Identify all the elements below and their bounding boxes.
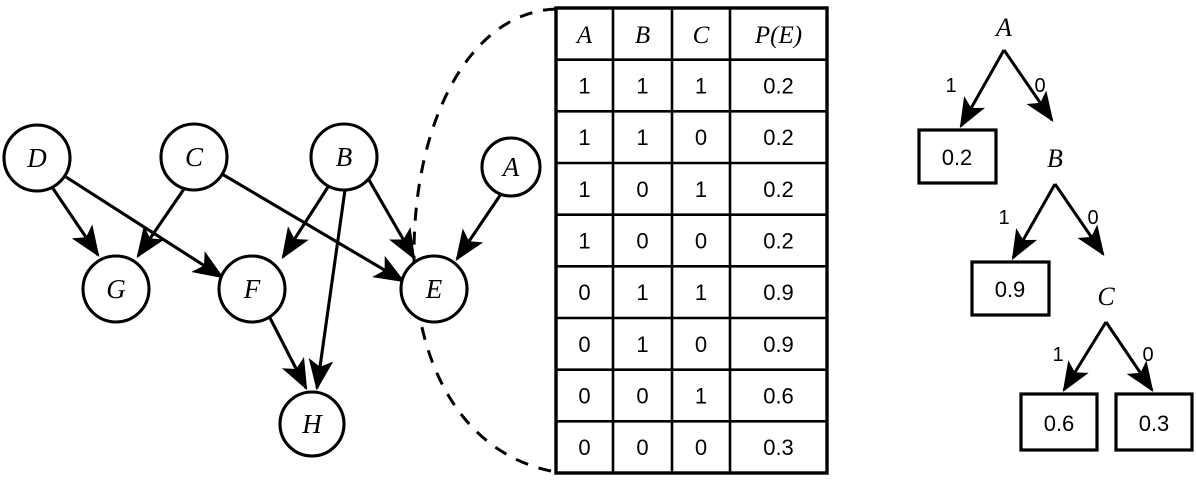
node-G[interactable]: [81, 254, 151, 324]
node-label-B: B: [336, 142, 353, 172]
tree-leaf-value-0-6: 0.6: [1044, 411, 1075, 436]
node-D[interactable]: [2, 123, 72, 193]
table-cell: 0: [636, 229, 648, 254]
node-label-D: D: [26, 143, 47, 173]
node-B[interactable]: [309, 122, 379, 192]
table-cell: 0.2: [763, 74, 794, 99]
table-cell: 0: [695, 125, 707, 150]
table-cell: 0.2: [763, 125, 794, 150]
table-header-cell: B: [635, 22, 650, 49]
table-border: [554, 6, 829, 475]
node-C[interactable]: [159, 122, 229, 192]
edge-C-G: [136, 188, 186, 259]
node-label-E: E: [425, 274, 443, 304]
tree-branch-label-b0: 0: [1087, 207, 1098, 229]
table-header-cell: C: [693, 22, 710, 49]
table-cell: 1: [695, 74, 707, 99]
edge-B-F: [281, 186, 330, 260]
table-cell: 0: [695, 229, 707, 254]
node-F[interactable]: [217, 254, 287, 324]
table-header-cell: A: [575, 22, 593, 49]
network-edges: [50, 172, 503, 391]
edge-C-E: [221, 172, 406, 283]
table-cell: 1: [695, 384, 707, 409]
node-label-C: C: [185, 142, 204, 172]
table-cell: 0.2: [763, 229, 794, 254]
table-cell: 1: [578, 229, 590, 254]
table-cell: 0.9: [763, 332, 794, 357]
table-cell: 0.9: [763, 280, 794, 305]
tree-branch-B-1: [1011, 183, 1057, 261]
network-nodes: D C B A G F E H: [2, 122, 542, 458]
tree-branch-label-b1: 1: [998, 207, 1009, 229]
table-cell: 0: [578, 435, 590, 460]
tree-leaf-0-9[interactable]: [970, 260, 1051, 317]
tree-branch-A-1: [959, 49, 1006, 129]
edge-B-E: [367, 179, 416, 261]
table-cell: 1: [695, 177, 707, 202]
table-cell: 0: [578, 384, 590, 409]
edge-D-G: [50, 186, 100, 258]
tree-branch-label-c0: 0: [1142, 344, 1153, 366]
tree-branch-C-1: [1062, 321, 1108, 393]
tree-node-B[interactable]: B: [1047, 144, 1063, 173]
edge-F-H: [267, 315, 308, 391]
table-cell: 0: [695, 435, 707, 460]
table-cell: 0: [695, 332, 707, 357]
table-cell: 0: [636, 435, 648, 460]
table-cell: 1: [636, 280, 648, 305]
table-cell: 1: [578, 125, 590, 150]
table-cell: 0: [636, 384, 648, 409]
table-cell: 0: [578, 332, 590, 357]
tree-branch-A-0: [1002, 49, 1054, 122]
table-cell: 1: [578, 177, 590, 202]
edge-B-H: [308, 189, 347, 391]
table-cell: 0.6: [763, 384, 794, 409]
node-A[interactable]: [480, 136, 542, 198]
table-cell: 0.2: [763, 177, 794, 202]
tree-leaf-0-3[interactable]: [1114, 392, 1194, 452]
tree-branch-C-0: [1104, 321, 1154, 392]
edge-A-E: [455, 193, 503, 262]
table-cell: 1: [636, 332, 648, 357]
tree-node-A[interactable]: A: [994, 13, 1012, 42]
table-header-cell: P(E): [754, 22, 802, 49]
tree-leaf-0-6[interactable]: [1019, 392, 1099, 452]
tree-node-C[interactable]: C: [1097, 282, 1115, 311]
table-cell: 0.3: [763, 435, 794, 460]
table-cell: 0: [636, 177, 648, 202]
decision-tree-panel: A 1 0 0.2 B 1 0 0.9 C 1 0 0.6: [917, 13, 1194, 452]
tree-branch-label-c1: 1: [1052, 344, 1063, 366]
table-cell: 0: [578, 280, 590, 305]
table-cell: 1: [695, 280, 707, 305]
node-E[interactable]: [399, 254, 469, 324]
tree-branch-label-a1: 1: [945, 75, 956, 97]
node-label-F: F: [243, 274, 261, 304]
tree-branch-B-0: [1053, 183, 1105, 256]
tree-leaf-value-0-2: 0.2: [942, 145, 973, 170]
tree-branch-label-a0: 0: [1034, 75, 1045, 97]
table-cell: 1: [578, 74, 590, 99]
callout-dashed-curve: [412, 7, 557, 474]
tree-leaf-value-0-9: 0.9: [995, 277, 1026, 302]
edge-D-F: [65, 175, 225, 279]
tree-leaf-value-0-3: 0.3: [1139, 411, 1170, 436]
conditional-probability-table: A B C P(E) 1 1 1 0.2 1 1 0 0.2 1 0 1 0.2 1 0 0 0.2 0 1 1 0.9 0 1 0…: [554, 6, 829, 475]
table-cell: 1: [636, 125, 648, 150]
tree-leaf-0-2[interactable]: [917, 128, 998, 185]
node-H[interactable]: [278, 390, 346, 458]
node-label-G: G: [106, 274, 126, 304]
node-label-A: A: [501, 152, 520, 182]
node-label-H: H: [301, 409, 323, 439]
table-cell: 1: [636, 74, 648, 99]
